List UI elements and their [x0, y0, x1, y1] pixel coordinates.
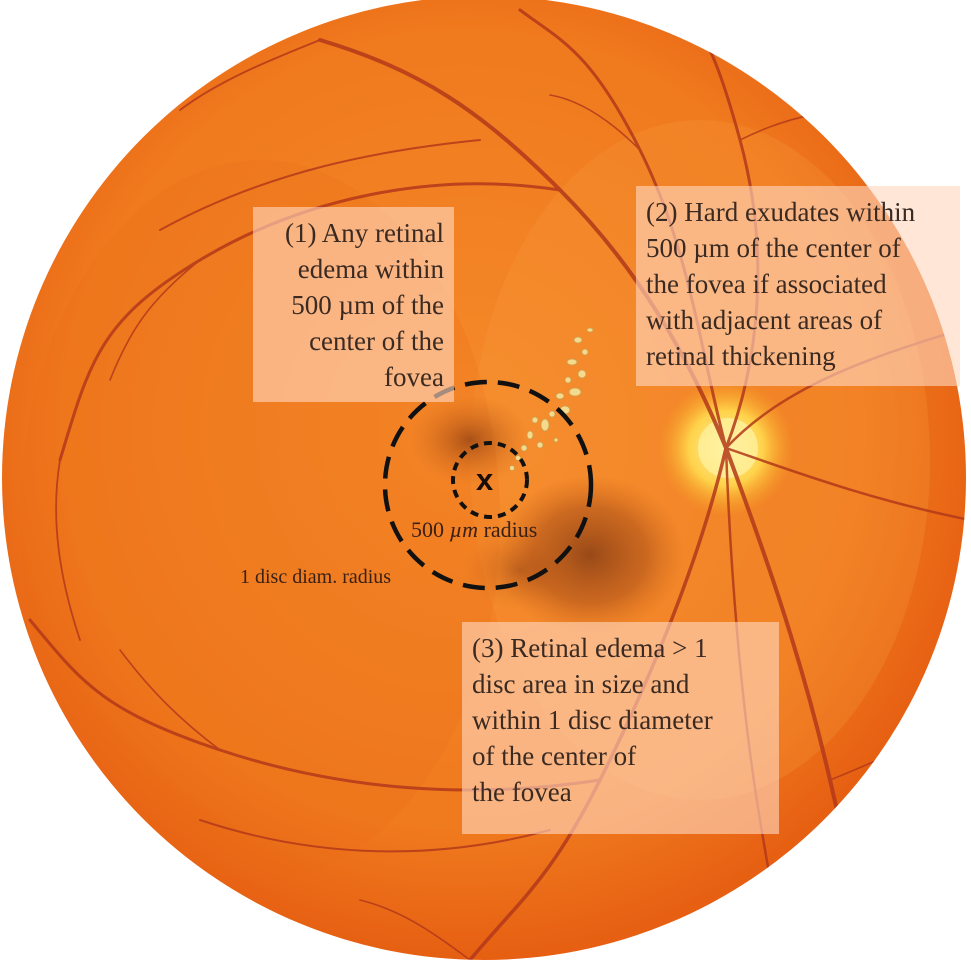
callout-retinal-edema: (1) Any retinal edema within 500 µm of t…: [253, 207, 454, 402]
500-um-radius-label-unit: µm: [449, 517, 479, 542]
callout-line: of the center of: [472, 741, 637, 771]
callout-line: within 1 disc diameter: [472, 705, 713, 735]
fovea-center-mark: x: [476, 462, 494, 497]
callout-line: the fovea: [472, 777, 572, 807]
500-um-radius-circle: [451, 441, 529, 519]
callout-line: edema within: [297, 254, 444, 284]
callout-line: retinal thickening: [646, 341, 836, 371]
callout-line: the fovea if associated: [646, 269, 887, 299]
callout-line: (3) Retinal edema > 1: [472, 633, 708, 663]
hard-exudates: [509, 327, 594, 471]
callout-line: 500 µm of the center of: [646, 233, 901, 263]
callout-line: 500 µm of the: [291, 290, 444, 320]
callout-hard-exudates: (2) Hard exudates within 500 µm of the c…: [636, 186, 960, 386]
500-um-radius-label: 500 µm radius: [411, 517, 537, 543]
one-disc-diameter-circle: [382, 379, 594, 591]
500-um-radius-label-word: radius: [483, 517, 538, 542]
callout-line: center of the: [309, 326, 444, 356]
callout-line: (1) Any retinal: [285, 218, 444, 248]
callout-disc-area-edema: (3) Retinal edema > 1 disc area in size …: [462, 622, 779, 834]
500-um-radius-label-value: 500: [411, 517, 444, 542]
one-disc-diameter-label: 1 disc diam. radius: [240, 566, 392, 588]
callout-line: fovea: [384, 362, 444, 392]
callout-line: (2) Hard exudates within: [646, 197, 916, 227]
callout-line: disc area in size and: [472, 669, 690, 699]
callout-line: with adjacent areas of: [646, 305, 883, 335]
edema-region-fovea: [410, 395, 530, 485]
